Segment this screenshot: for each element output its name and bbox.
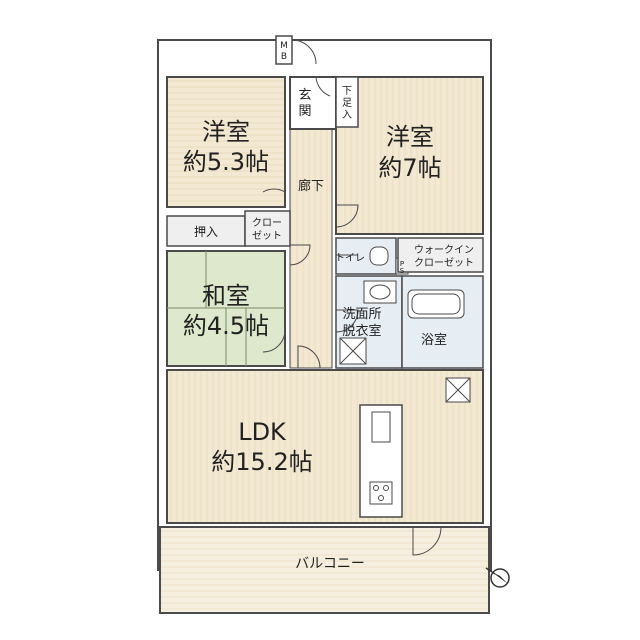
oshiire-closet: [166, 215, 246, 247]
western-room-1-size: 約5.3帖: [183, 148, 269, 176]
japanese-room: [166, 250, 286, 367]
stove-icon: [369, 481, 393, 505]
shoe-label-2: 足: [342, 97, 352, 109]
western-room-2-size: 約7帖: [378, 154, 441, 182]
washroom-label-1: 洗面所: [342, 307, 381, 322]
walkin-label-1: ウォークイン: [414, 244, 474, 256]
entrance: [289, 76, 337, 130]
hallway: [289, 127, 333, 369]
closet: [244, 210, 291, 247]
western-room-1-name: 洋室: [202, 118, 250, 146]
bathroom-label: 浴室: [421, 332, 447, 348]
bathtub-icon: [407, 289, 465, 319]
balcony-label: バルコニー: [295, 556, 365, 572]
washbasin-icon: [363, 280, 397, 304]
closet-label-1: クロー: [252, 217, 282, 229]
door-swings: [262, 39, 442, 556]
hallway-label: 廊下: [298, 178, 324, 194]
balcony: [159, 526, 490, 614]
ldk-room: [166, 369, 484, 524]
entrance-label-1: 玄: [298, 88, 311, 103]
ldk-name: LDK: [238, 418, 287, 446]
ldk-size: 約15.2帖: [211, 448, 312, 476]
shoe-cabinet: [335, 76, 359, 128]
western-room-2: [335, 76, 484, 235]
western-room-1: [166, 76, 286, 208]
walk-in-closet: [397, 237, 484, 273]
washer-pan-icon: [339, 337, 367, 365]
hvac-box-icon: [445, 377, 471, 403]
toilet-icon: [369, 246, 389, 266]
shoe-label-3: 入: [342, 110, 352, 121]
mb-label-m: M: [280, 41, 288, 51]
japanese-room-name: 和室: [202, 282, 250, 310]
walkin-label-2: クローゼット: [414, 257, 474, 269]
washroom-label-2: 脱衣室: [342, 323, 381, 339]
kitchen-counter: [359, 404, 403, 518]
ps-label-1: P: [400, 260, 404, 268]
closet-label-2: ゼット: [252, 230, 282, 242]
toilet-label: トイレ: [335, 253, 365, 264]
oshiire-label: 押入: [194, 225, 218, 239]
western-room-2-name: 洋室: [386, 123, 434, 151]
kitchen-sink-icon: [371, 411, 391, 443]
ps-label-2: S: [400, 267, 405, 275]
japanese-room-size: 約4.5帖: [183, 312, 269, 340]
entrance-label-2: 関: [298, 104, 311, 119]
shoe-label-1: 下: [342, 86, 352, 97]
mb-label-b: B: [281, 52, 287, 62]
compass-north-icon: [485, 567, 510, 588]
